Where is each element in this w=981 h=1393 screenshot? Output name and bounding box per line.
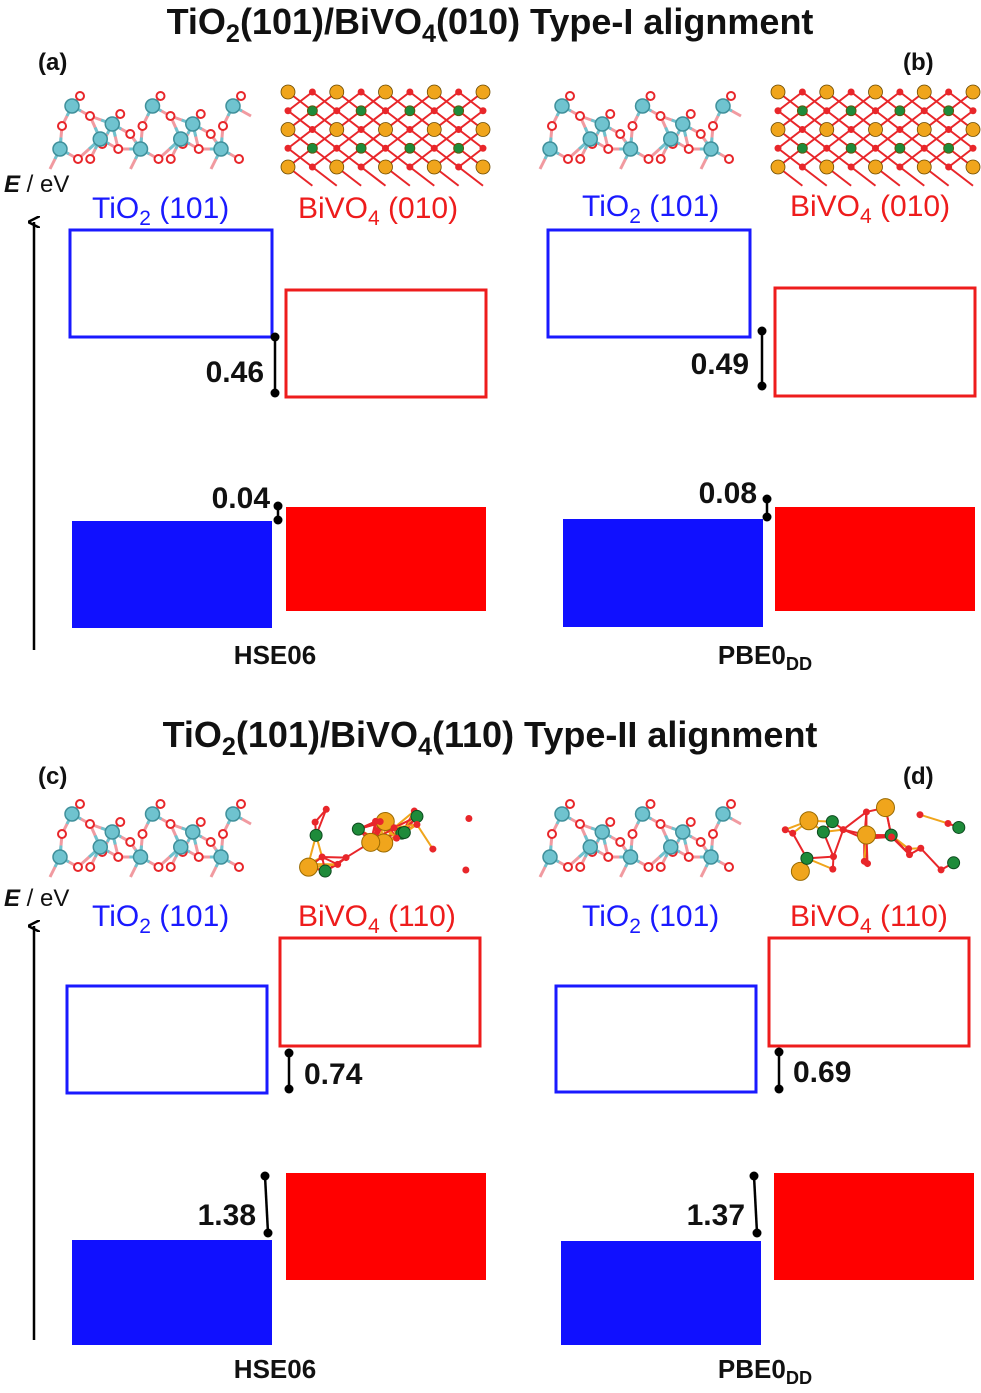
method-label: HSE06 [234, 1354, 316, 1384]
tio2-structure-image [538, 91, 742, 170]
vb-offset-value: 0.08 [699, 477, 757, 510]
cb-offset-marker [757, 326, 767, 391]
cb-offset-marker [284, 1048, 294, 1094]
tio2-conduction-band [546, 228, 752, 339]
bivo4-conduction-band [767, 936, 971, 1048]
bivo4-010-structure-image [280, 84, 491, 187]
tio2-label: TiO2 (101) [92, 192, 229, 230]
tio2-valence-band [561, 1241, 761, 1345]
bivo4-label: BiVO4 (010) [298, 192, 458, 230]
tio2-valence-band [563, 519, 763, 627]
panel-d: (d) TiO2 (101) BiVO4 (110) 0.69 1.37 PBE… [538, 763, 974, 1388]
tio2-label: TiO2 (101) [582, 900, 719, 938]
vb-offset-marker [749, 1171, 762, 1238]
section-2-title: TiO2(101)/BiVO4(110) Type-II alignment [163, 714, 818, 761]
section-1-title: TiO2(101)/BiVO4(010) Type-I alignment [167, 1, 814, 48]
bivo4-010-structure-image [770, 84, 981, 187]
tio2-valence-band [72, 521, 272, 628]
bivo4-valence-band [286, 1173, 486, 1280]
vb-offset-value: 1.38 [198, 1199, 256, 1232]
cb-offset-value: 0.49 [691, 348, 749, 381]
tio2-conduction-band [65, 984, 269, 1095]
method-label: HSE06 [234, 640, 316, 670]
vb-offset-marker [260, 1171, 273, 1238]
panel-letter-a: (a) [38, 49, 67, 76]
cb-offset-value: 0.69 [793, 1056, 851, 1089]
cb-offset-marker [270, 332, 280, 398]
tio2-label: TiO2 (101) [92, 900, 229, 938]
bivo4-conduction-band [284, 288, 488, 399]
bivo4-valence-band [286, 507, 486, 611]
tio2-conduction-band [554, 984, 758, 1094]
panel-b: (b) TiO2 (101) BiVO4 (010) 0.49 0.08 PBE… [538, 49, 981, 674]
method-label: PBE0DD [718, 1354, 812, 1388]
panel-c: (c) E / eV TiO2 (101) BiVO4 (110) 0.74 1… [4, 763, 486, 1384]
tio2-valence-band [72, 1240, 272, 1345]
vb-offset-marker [762, 494, 772, 522]
bivo4-valence-band [774, 1173, 974, 1280]
bivo4-110-structure-image [781, 798, 966, 881]
tio2-structure-image [48, 799, 252, 878]
bivo4-valence-band [775, 507, 975, 611]
vb-offset-marker [273, 501, 283, 525]
vb-offset-value: 0.04 [212, 482, 271, 515]
tio2-structure-image [538, 799, 742, 878]
energy-axis-label: E / eV [4, 885, 69, 912]
bivo4-conduction-band [278, 936, 482, 1048]
bivo4-label: BiVO4 (110) [790, 900, 948, 938]
bivo4-label: BiVO4 (110) [298, 900, 456, 938]
energy-axis-label: E / eV [4, 171, 69, 198]
bivo4-label: BiVO4 (010) [790, 190, 950, 228]
cb-offset-marker [774, 1047, 784, 1094]
vb-offset-value: 1.37 [687, 1199, 745, 1232]
panel-a: (a) E / eV TiO2 (101) BiVO4 (010) 0.46 0… [4, 49, 491, 670]
tio2-structure-image [48, 91, 252, 170]
method-label: PBE0DD [718, 640, 812, 674]
bivo4-110-structure-image [299, 805, 473, 878]
cb-offset-value: 0.46 [206, 356, 264, 389]
tio2-label: TiO2 (101) [582, 190, 719, 228]
cb-offset-value: 0.74 [304, 1058, 363, 1091]
tio2-conduction-band [68, 228, 274, 339]
bivo4-conduction-band [773, 286, 977, 398]
panel-letter-d: (d) [903, 763, 934, 790]
panel-letter-b: (b) [903, 49, 934, 76]
panel-letter-c: (c) [38, 763, 67, 790]
